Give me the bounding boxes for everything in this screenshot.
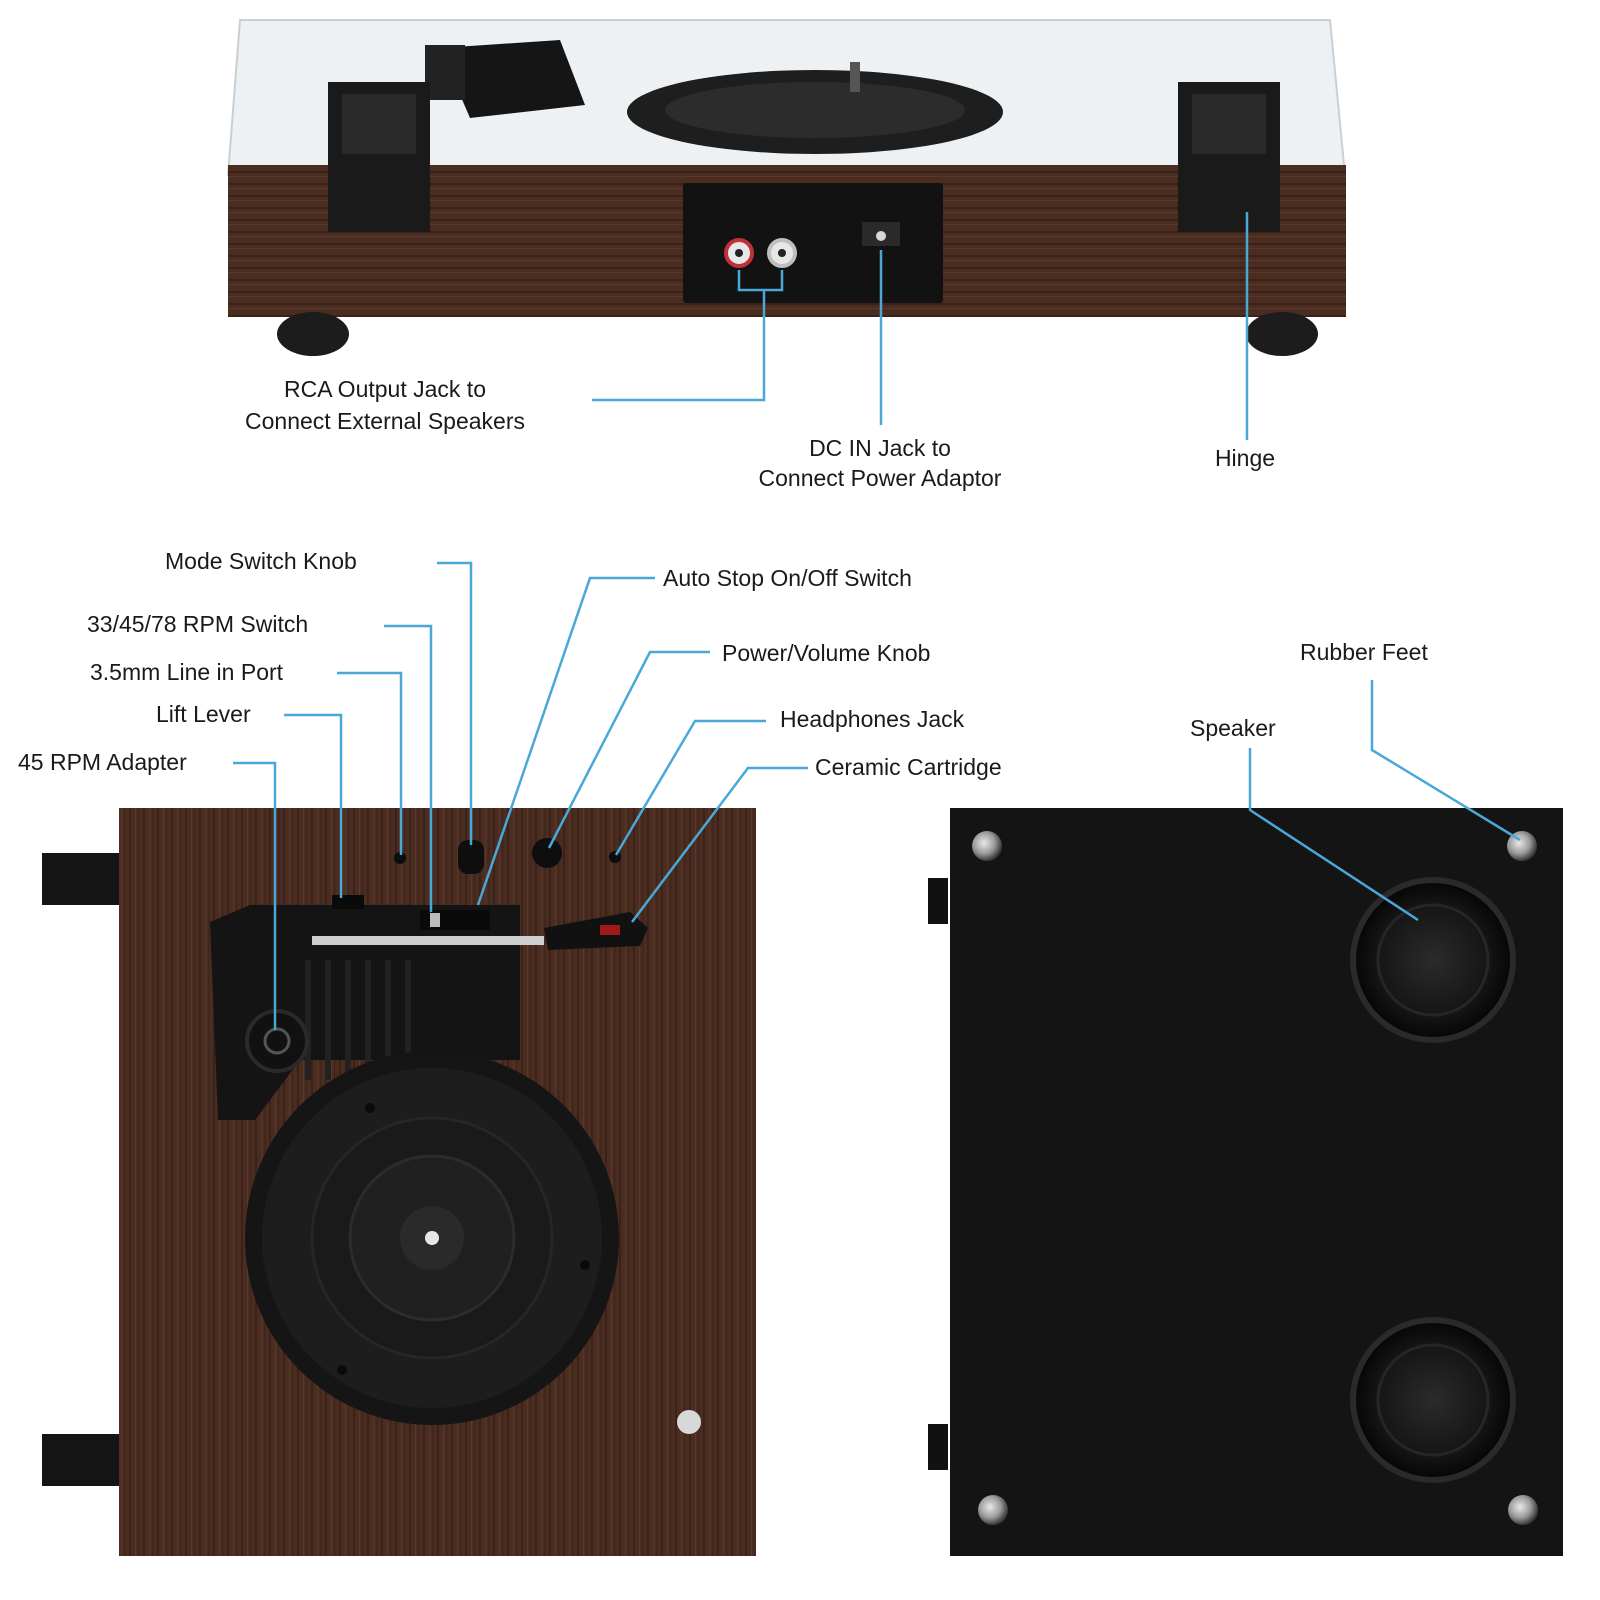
ceramic-cartridge-label: Ceramic Cartridge [815,754,1002,780]
tonearm-rod [312,936,544,945]
bottom-foot-bl [978,1495,1008,1525]
hinge-icon [328,82,1280,232]
rear-foot-right [1246,312,1318,356]
rca-jack-pair-icon [724,238,797,268]
rear-foot-left [277,312,349,356]
line-in-port-label: 3.5mm Line in Port [90,659,284,685]
rubber-feet-label: Rubber Feet [1300,639,1428,665]
side-hinge-bottom [42,1434,130,1486]
ceramic-cartridge [544,912,648,950]
speaker-label: Speaker [1190,715,1276,741]
rpm-adapter-label: 45 RPM Adapter [18,749,187,775]
rpm-adapter [245,1009,309,1073]
headphones-jack-label: Headphones Jack [780,706,965,732]
rear-view [226,19,1347,356]
dc-in-label-2: Connect Power Adaptor [758,465,1002,491]
lift-lever-label: Lift Lever [156,701,251,727]
speaker-grille-top [1350,877,1516,1043]
bottom-hinge-bottom [928,1424,948,1470]
dc-in-jack-icon [862,222,900,246]
auto-stop-switch-label: Auto Stop On/Off Switch [663,565,912,591]
mode-switch-knob [458,840,484,874]
bottom-foot-br [1508,1495,1538,1525]
top-view [42,808,756,1556]
speaker-grille-bottom [1350,1317,1516,1483]
rear-tonearm-base [440,40,585,118]
lift-lever [332,895,364,909]
side-hinge-top [42,853,130,905]
callout-lines [233,212,1521,1030]
power-volume-knob-label: Power/Volume Knob [722,640,931,666]
rca-output-label-1: RCA Output Jack to [284,376,486,402]
rca-output-label-2: Connect External Speakers [245,408,525,434]
bottom-hinge-top [928,878,948,924]
brand-logo [677,1410,701,1434]
hinge-label: Hinge [1214,445,1276,471]
bottom-view [928,808,1563,1556]
line-in-port [394,852,406,864]
bottom-foot-tl [972,831,1002,861]
mode-switch-knob-label: Mode Switch Knob [165,548,357,574]
headphones-jack [609,851,621,863]
dc-in-label-1: DC IN Jack to [809,435,951,461]
power-volume-knob [532,838,562,868]
rubber-foot [1507,831,1537,861]
rpm-switch-label: 33/45/78 RPM Switch [87,611,309,637]
rear-jack-panel [683,183,943,303]
